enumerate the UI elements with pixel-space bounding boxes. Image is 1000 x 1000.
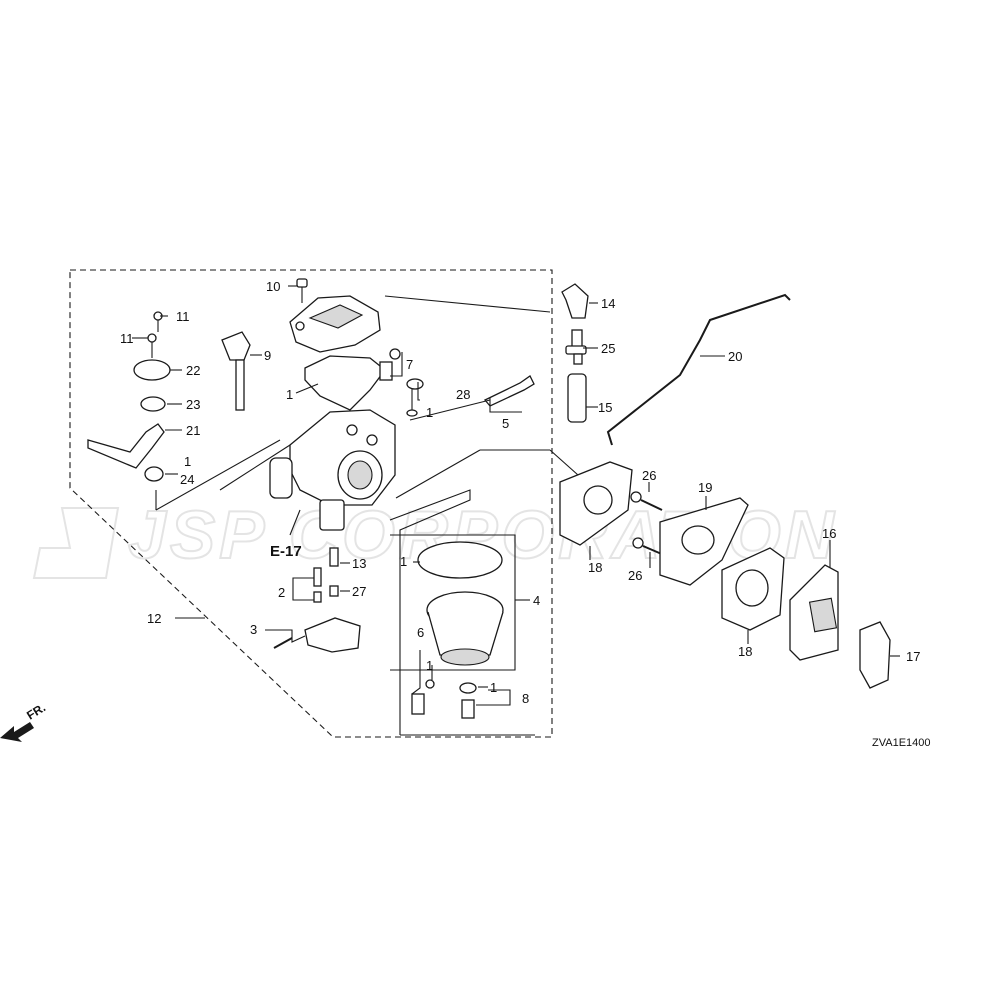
screw-part-11-lower [147, 333, 157, 358]
label-part-13: 13 [352, 556, 366, 571]
label-part-16: 16 [822, 526, 836, 541]
label-part-23: 23 [186, 397, 200, 412]
control-rod-part-20 [606, 293, 791, 446]
label-part-8: 8 [522, 691, 529, 706]
label-part-1-e: 1 [426, 658, 433, 673]
needle-part-13 [329, 547, 339, 567]
float-chamber-part-4 [426, 591, 504, 666]
label-part-17: 17 [906, 649, 920, 664]
label-part-5: 5 [502, 416, 509, 431]
label-part-25: 25 [601, 341, 615, 356]
carburetor-body [269, 409, 396, 531]
choke-lever-part-9 [221, 331, 251, 411]
label-part-4: 4 [533, 593, 540, 608]
direction-label: FR. [24, 700, 48, 722]
label-part-26-upper: 26 [642, 468, 656, 483]
label-part-15: 15 [598, 400, 612, 415]
float-chamber-group-box [390, 534, 516, 671]
label-part-1-f: 1 [490, 680, 497, 695]
label-part-20: 20 [728, 349, 742, 364]
leader-lines [132, 285, 900, 706]
pilot-screw-part-7 [379, 348, 401, 381]
label-part-14: 14 [601, 296, 615, 311]
label-part-22: 22 [186, 363, 200, 378]
washer-part-1 [406, 409, 418, 417]
carburetor-assembly-boundary [69, 269, 553, 738]
gasket-18-hole [583, 485, 613, 515]
label-part-21: 21 [186, 423, 200, 438]
drain-screw-part-6 [411, 679, 435, 715]
arrow-front-icon [0, 722, 34, 742]
screw-part-11-upper [153, 311, 163, 332]
carburetor-top-cover [289, 295, 381, 353]
bolt-part-26-upper [630, 491, 663, 511]
gasket-part-17 [859, 621, 891, 689]
label-part-26-lower: 26 [628, 568, 642, 583]
label-part-6: 6 [417, 625, 424, 640]
direction-indicator: FR. [0, 700, 48, 742]
bolt-part-8 [459, 682, 477, 719]
label-part-11-upper: 11 [176, 309, 190, 324]
adjust-screw-part-5 [483, 375, 535, 407]
diagram-code: ZVA1E1400 [872, 737, 931, 749]
jet-part-2 [313, 567, 322, 603]
label-part-24: 24 [180, 472, 194, 487]
throttle-lever-part-21 [87, 423, 165, 469]
label-part-28: 28 [456, 387, 470, 402]
label-part-12: 12 [147, 611, 161, 626]
label-part-18-upper: 18 [588, 560, 602, 575]
seal-part-23 [140, 396, 166, 412]
fuel-cap-part-14 [561, 283, 589, 319]
label-part-3: 3 [250, 622, 257, 637]
reference-e17: E-17 [270, 543, 302, 560]
label-part-2: 2 [278, 585, 285, 600]
o-ring-bowl [417, 541, 503, 579]
label-part-19: 19 [698, 480, 712, 495]
float-part-3 [273, 617, 361, 653]
label-part-18-lower: 18 [738, 644, 752, 659]
label-part-27: 27 [352, 584, 366, 599]
label-part-1-a: 1 [184, 454, 191, 469]
tube-part-15 [567, 373, 587, 423]
label-part-7: 7 [406, 357, 413, 372]
bowl-group-box [389, 489, 471, 735]
label-part-1-b: 1 [286, 387, 293, 402]
label-part-1-d: 1 [400, 554, 407, 569]
label-part-10: 10 [266, 279, 280, 294]
label-part-1-c: 1 [426, 405, 433, 420]
fitting-part-25 [565, 329, 587, 365]
plate-part-22 [133, 359, 171, 381]
screw-part-28 [406, 378, 424, 410]
label-part-9: 9 [264, 348, 271, 363]
nut-part-24 [144, 466, 164, 482]
top-gasket [304, 355, 386, 411]
screw-part-10 [296, 278, 308, 303]
label-part-11-lower: 11 [120, 331, 134, 346]
jet-part-27 [329, 585, 339, 597]
